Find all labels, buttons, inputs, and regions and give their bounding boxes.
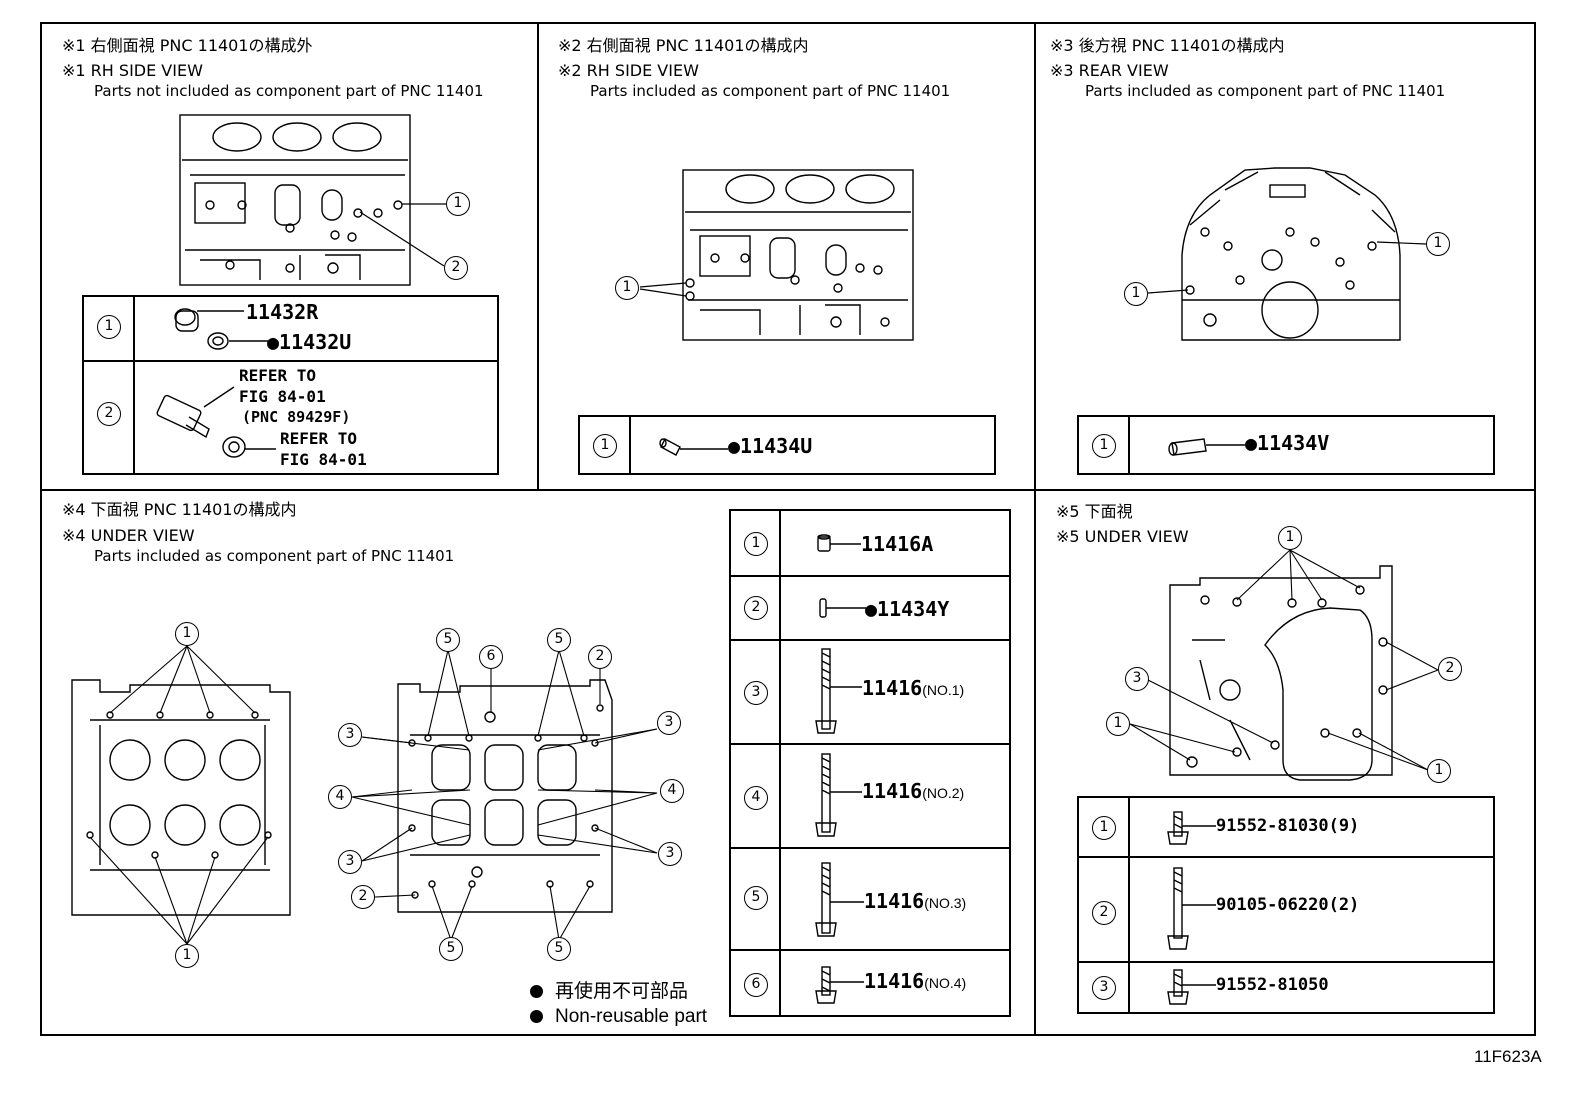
row-5-number: 5 (744, 886, 768, 910)
part-11416-no2: 11416(NO.2) (862, 779, 965, 803)
row-2-number: 2 (744, 596, 768, 620)
panel-4-note: Parts included as component part of PNC … (94, 547, 455, 565)
row-6-number: 6 (744, 973, 768, 997)
panel-3-parts-table: 1 ●11434V (1077, 415, 1495, 475)
part-11432R: 11432R (246, 300, 319, 324)
callout-2: 2 (444, 256, 468, 280)
divider-v1 (537, 22, 539, 490)
panel-5-title-en: ※5 UNDER VIEW (1056, 527, 1189, 546)
divider-h (40, 489, 1536, 491)
bolt-icons (815, 534, 866, 1004)
panel-4-parts-table: 1 2 3 4 5 6 (729, 509, 1011, 1017)
callout-5: 5 (547, 937, 571, 961)
callout-2: 2 (1438, 657, 1462, 681)
part-90105-06220: 90105-06220(2) (1216, 895, 1360, 915)
callout-1-top: 1 (1278, 526, 1302, 550)
part-11434U: ●11434U (728, 434, 813, 458)
panel-2-parts-table: 1 ●11434U (578, 415, 996, 475)
panel-4-title-jp: ※4 下面視 PNC 11401の構成内 (62, 500, 297, 519)
panel-2-title-en: ※2 RH SIDE VIEW (558, 61, 699, 80)
part-11416-no1: 11416(NO.1) (862, 676, 965, 700)
non-reusable-dot-icon (530, 1010, 543, 1024)
callout-4: 4 (660, 779, 684, 803)
dowel-pin-icon (659, 438, 728, 456)
diagram-frame (40, 22, 1536, 1036)
callout-1-left: 1 (1124, 282, 1148, 306)
panel-2-title-jp: ※2 右側面視 PNC 11401の構成内 (558, 36, 809, 55)
row-1-number: 1 (97, 315, 121, 339)
panel-3-note: Parts included as component part of PNC … (1085, 82, 1446, 100)
part-11416-no3: 11416(NO.3) (864, 889, 967, 913)
fig-ref-text-1: FIG 84-01 (239, 387, 326, 406)
fig-ref-text-2: FIG 84-01 (280, 450, 367, 469)
row-1-number: 1 (593, 434, 617, 458)
callout-6: 6 (479, 645, 503, 669)
figure-code: 11F623A (1474, 1047, 1542, 1066)
refer-to-text-1: REFER TO (239, 366, 317, 385)
panel-1-parts-table: 1 2 11432R ●11432U REFER TO FIG 84-01 (P… (82, 295, 499, 475)
panel-1-note: Parts not included as component part of … (94, 82, 484, 100)
bolt-icons (1167, 811, 1216, 1005)
panel-5-title-jp: ※5 下面視 (1056, 502, 1133, 521)
row-1-number: 1 (744, 532, 768, 556)
part-11416-no4: 11416(NO.4) (864, 969, 967, 993)
callout-5: 5 (547, 628, 571, 652)
pnc-ref-text: (PNC 89429F) (242, 408, 351, 426)
callout-1-left: 1 (1106, 712, 1130, 736)
callout-3: 3 (1125, 667, 1149, 691)
callout-3: 3 (338, 723, 362, 747)
divider-v2 (1034, 22, 1036, 1036)
row-3-number: 3 (744, 681, 768, 705)
row-2-number: 2 (1092, 901, 1116, 925)
row-3-number: 3 (1092, 976, 1116, 1000)
dowel-pin-icon (1168, 438, 1245, 456)
callout-3: 3 (657, 711, 681, 735)
callout-2: 2 (588, 645, 612, 669)
row-4-number: 4 (744, 786, 768, 810)
callout-3: 3 (338, 850, 362, 874)
callout-1: 1 (615, 276, 639, 300)
legend-en: Non-reusable part (530, 1005, 707, 1029)
part-11434Y: ●11434Y (865, 597, 950, 621)
panel-4-title-en: ※4 UNDER VIEW (62, 526, 195, 545)
callout-1-right: 1 (1426, 232, 1450, 256)
part-11432U: ●11432U (267, 330, 352, 354)
part-91552-81050: 91552-81050 (1216, 975, 1329, 995)
part-11434V: ●11434V (1245, 431, 1330, 455)
callout-1-right: 1 (1427, 759, 1451, 783)
panel-3-title-en: ※3 REAR VIEW (1050, 61, 1169, 80)
part-91552-81030: 91552-81030(9) (1216, 816, 1360, 836)
panel-3-title-jp: ※3 後方視 PNC 11401の構成内 (1050, 36, 1285, 55)
row-1-number: 1 (1092, 434, 1116, 458)
callout-2: 2 (351, 885, 375, 909)
panel-2-note: Parts included as component part of PNC … (590, 82, 951, 100)
row-1-number: 1 (1092, 816, 1116, 840)
callout-5: 5 (436, 628, 460, 652)
callout-1-bottom: 1 (175, 944, 199, 968)
callout-1-top: 1 (175, 622, 199, 646)
part-11416A: 11416A (861, 532, 934, 556)
callout-5: 5 (439, 937, 463, 961)
legend-jp: 再使用不可部品 (530, 980, 688, 1004)
panel-1-title-en: ※1 RH SIDE VIEW (62, 61, 203, 80)
panel-5-parts-table: 1 2 3 91552-81030(9) 90105-06220(2) 9155… (1077, 796, 1495, 1014)
row-2-number: 2 (97, 402, 121, 426)
non-reusable-dot-icon (530, 985, 543, 999)
callout-1: 1 (446, 192, 470, 216)
panel-1-title-jp: ※1 右側面視 PNC 11401の構成外 (62, 36, 313, 55)
refer-to-text-2: REFER TO (280, 429, 358, 448)
callout-3: 3 (658, 842, 682, 866)
plug-seal-icon (156, 308, 276, 458)
callout-4: 4 (328, 785, 352, 809)
